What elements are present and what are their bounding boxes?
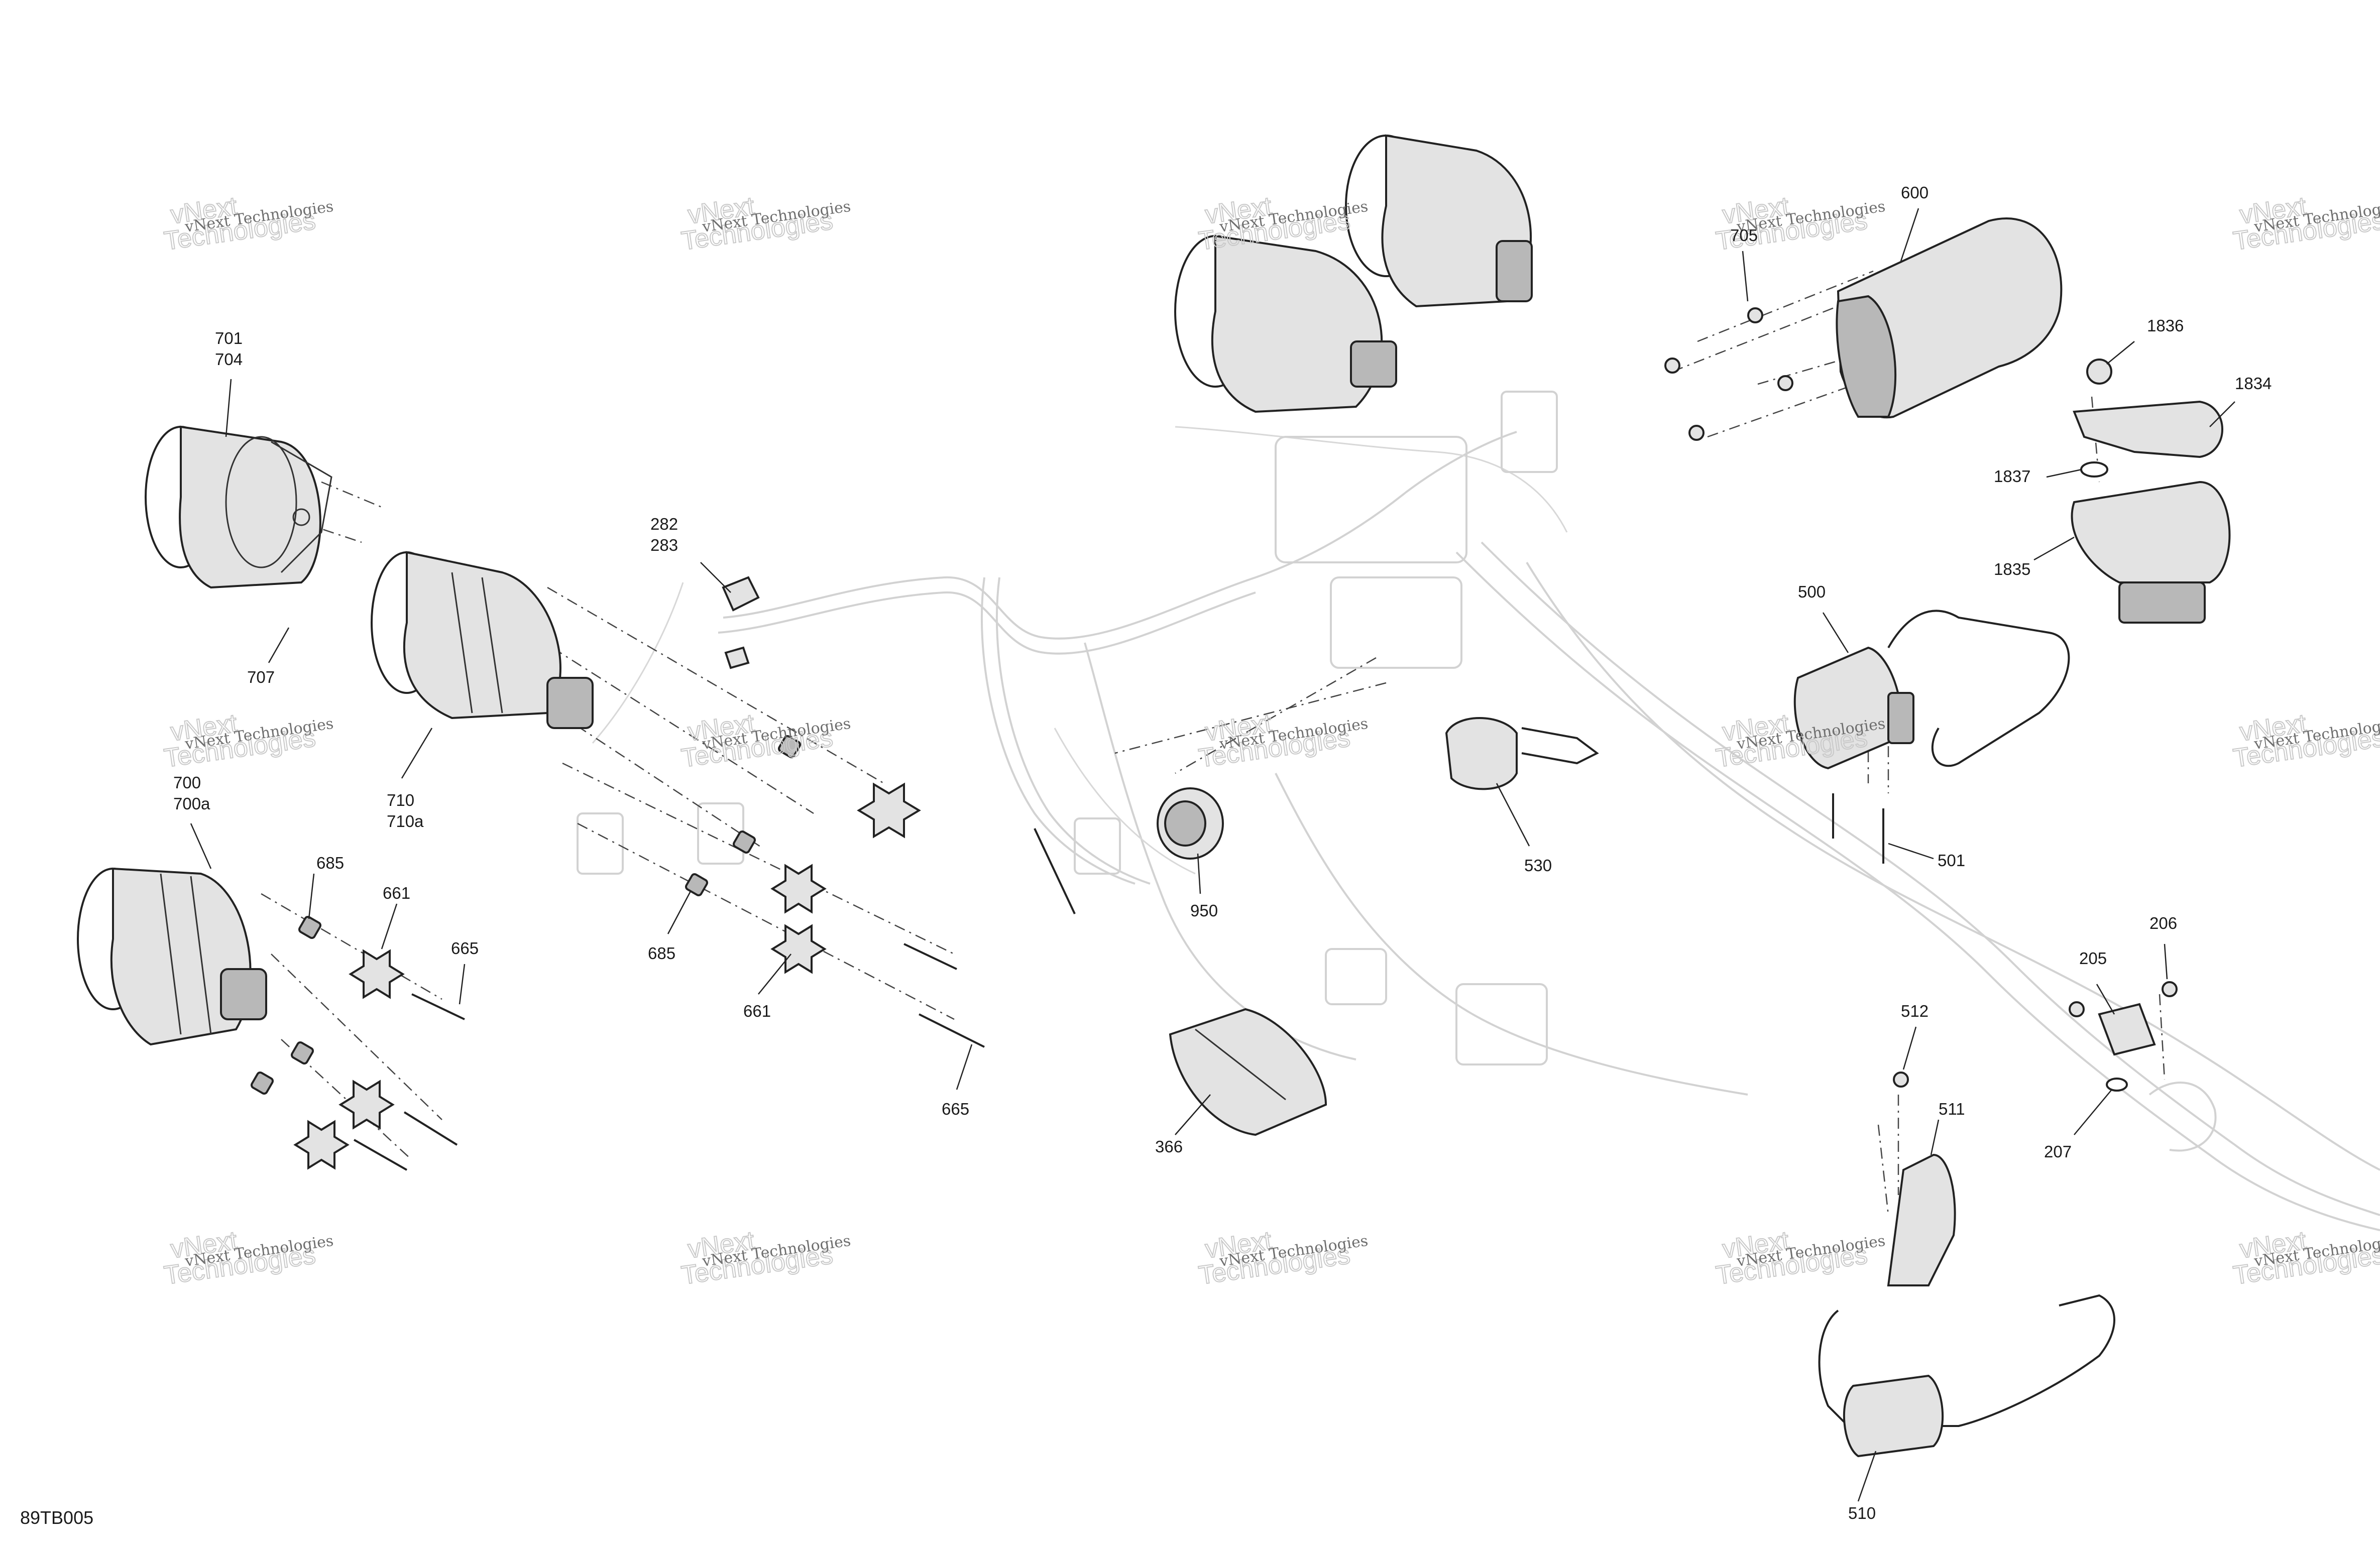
label-661: 661 bbox=[383, 884, 410, 902]
label-600: 600 bbox=[1901, 183, 1929, 202]
watermark: vNext Technologies vNext Technologies bbox=[162, 191, 334, 257]
label-510: 510 bbox=[1848, 1504, 1876, 1522]
part-282-clip bbox=[722, 576, 760, 669]
part-685-springs bbox=[250, 735, 802, 1095]
watermark: vNext Technologies vNext Technologies bbox=[1714, 1226, 1886, 1291]
label-1836: 1836 bbox=[2147, 316, 2184, 335]
part-1834-1837-bracket-assembly bbox=[2071, 359, 2231, 624]
label-205: 205 bbox=[2079, 949, 2107, 968]
label-512: 512 bbox=[1901, 1002, 1929, 1020]
label-207: 207 bbox=[2044, 1142, 2072, 1161]
diagram-code: 89TB005 bbox=[20, 1507, 93, 1528]
watermark: vNext Technologies vNext Technologies bbox=[2231, 708, 2380, 774]
label-366: 366 bbox=[1155, 1137, 1183, 1156]
label-685: 685 bbox=[648, 944, 675, 963]
watermark: vNext Technologies vNext Technologies bbox=[162, 708, 334, 774]
part-205-207-clip-washer bbox=[2098, 981, 2178, 1092]
label-665: 665 bbox=[942, 1100, 969, 1118]
label-1834: 1834 bbox=[2235, 374, 2272, 393]
part-upper-headlights bbox=[1174, 134, 1533, 413]
part-600-cover bbox=[1836, 217, 2063, 419]
label-501: 501 bbox=[1938, 851, 1965, 870]
part-510-511-mount bbox=[1818, 1072, 2115, 1458]
watermark: vNext Technologies vNext Technologies bbox=[2231, 191, 2380, 257]
label-500: 500 bbox=[1798, 582, 1826, 601]
watermark: vNext Technologies vNext Technologies bbox=[1196, 191, 1369, 257]
part-701-headlight-housing bbox=[145, 425, 332, 589]
label-661: 661 bbox=[743, 1002, 771, 1020]
leader-lines bbox=[190, 208, 2235, 1502]
watermark: vNext Technologies vNext Technologies bbox=[679, 1226, 852, 1291]
label-665: 665 bbox=[451, 939, 479, 958]
label-705: 705 bbox=[1730, 226, 1758, 245]
part-710-fog-lamp bbox=[371, 551, 594, 729]
watermark: vNext Technologies vNext Technologies bbox=[162, 1226, 334, 1291]
part-530-ignition-switch bbox=[1445, 717, 1599, 790]
label-1835: 1835 bbox=[1994, 560, 2030, 578]
label-206: 206 bbox=[2149, 914, 2177, 932]
part-950-power-socket bbox=[1157, 787, 1224, 860]
watermark: vNext Technologies vNext Technologies bbox=[1196, 708, 1369, 774]
label-707: 707 bbox=[247, 668, 275, 686]
label-685: 685 bbox=[316, 854, 344, 872]
part-366-module bbox=[1169, 1008, 1327, 1136]
label-950: 950 bbox=[1190, 901, 1218, 920]
part-500-handlebar-switch bbox=[1793, 610, 2070, 864]
label-1837: 1837 bbox=[1994, 467, 2030, 486]
part-700-lamp bbox=[77, 867, 267, 1046]
part-705-screws bbox=[1664, 307, 2085, 1017]
watermark: vNext Technologies vNext Technologies bbox=[679, 708, 852, 774]
part-661-adjust-knobs bbox=[293, 782, 921, 1170]
wiring-harness-ghost bbox=[577, 391, 2380, 1231]
label-530: 530 bbox=[1524, 856, 1552, 875]
part-665-adjust-screws bbox=[354, 828, 1076, 1171]
watermark: vNext Technologies vNext Technologies bbox=[1196, 1226, 1369, 1291]
watermark: vNext Technologies vNext Technologies bbox=[679, 191, 852, 257]
label-511: 511 bbox=[1939, 1100, 1965, 1118]
